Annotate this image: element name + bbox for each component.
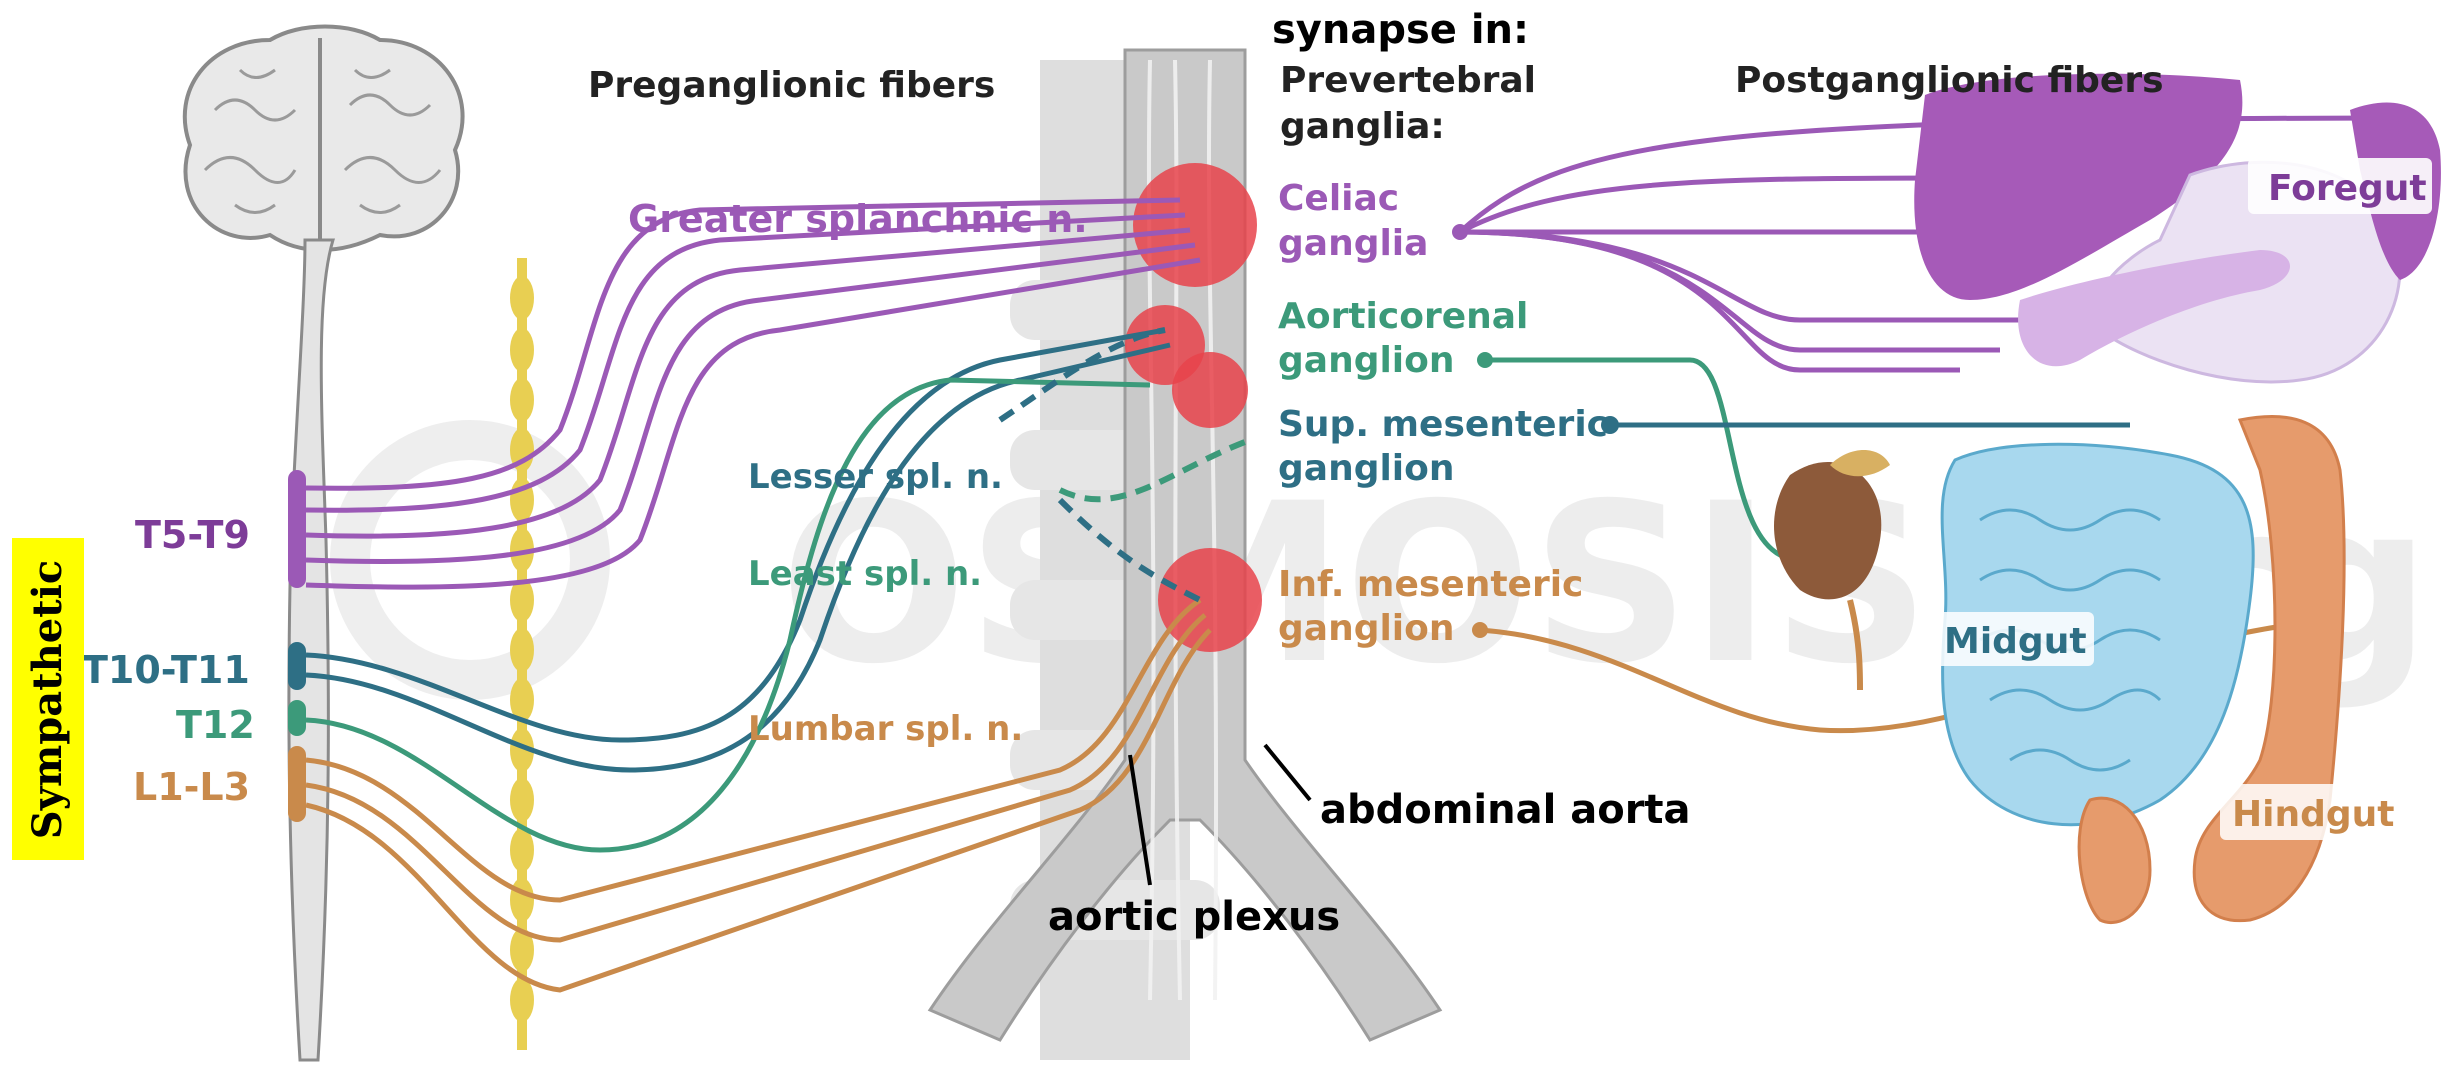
aortic-plexus-label: aortic plexus [1048, 894, 1340, 940]
aorticorenal-label-line1: Aorticorenal [1278, 296, 1528, 337]
greater-splanchnic-label: Greater splanchnic n. [628, 197, 1088, 241]
hindgut-tag: Hindgut [2220, 784, 2440, 840]
t10-t11-label: T10-T11 [82, 648, 250, 692]
inf-mesenteric-label-line2: ganglion [1278, 608, 1455, 649]
aorticorenal-label-line2: ganglion [1278, 340, 1455, 381]
abdominal-aorta-label: abdominal aorta [1320, 787, 1691, 833]
segment-t5-t9 [288, 470, 306, 588]
sup-mesenteric-label-line1: Sup. mesenteric [1278, 404, 1608, 445]
postganglionic-header: Postganglionic fibers [1735, 60, 2164, 101]
segment-t10-t11 [288, 642, 306, 690]
brain-illustration [185, 27, 463, 251]
celiac-label-line1: Celiac [1278, 178, 1399, 219]
l1-l3-label: L1-L3 [133, 765, 250, 809]
sup-mesenteric-label-line2: ganglion [1278, 448, 1455, 489]
t12-label: T12 [176, 703, 255, 747]
least-splanchnic-label: Least spl. n. [748, 554, 982, 594]
sup-mesenteric-ganglion-marker [1172, 352, 1248, 428]
segment-t12 [288, 700, 306, 736]
foregut-tag: Foregut [2248, 158, 2432, 214]
preganglionic-header: Preganglionic fibers [588, 65, 995, 106]
rectum-illustration [2079, 798, 2150, 922]
midgut-label: Midgut [1944, 621, 2087, 662]
prevertebral-label-line2: ganglia: [1280, 106, 1445, 147]
celiac-label-line2: ganglia [1278, 223, 1428, 264]
celiac-origin-dot [1452, 224, 1468, 240]
abdominal-aorta-pointer [1265, 745, 1310, 800]
hindgut-label: Hindgut [2232, 794, 2394, 835]
sympathetic-side-label: Sympathetic [12, 538, 84, 860]
foregut-label: Foregut [2268, 168, 2427, 209]
lumbar-splanchnic-label: Lumbar spl. n. [748, 709, 1023, 749]
segment-l1-l3 [288, 746, 306, 822]
synapse-in-label: synapse in: [1272, 7, 1529, 53]
t5-t9-label: T5-T9 [135, 513, 250, 557]
prevertebral-label-line1: Prevertebral [1280, 60, 1536, 101]
midgut-tag: Midgut [1932, 612, 2094, 666]
inf-mesenteric-ganglion-marker [1158, 548, 1262, 652]
inf-mesenteric-label-line1: Inf. mesenteric [1278, 564, 1583, 605]
inf-mesenteric-origin-dot [1472, 622, 1488, 638]
aorticorenal-origin-dot [1477, 352, 1493, 368]
sympathetic-text: Sympathetic [25, 559, 72, 838]
lesser-splanchnic-label: Lesser spl. n. [748, 457, 1003, 497]
